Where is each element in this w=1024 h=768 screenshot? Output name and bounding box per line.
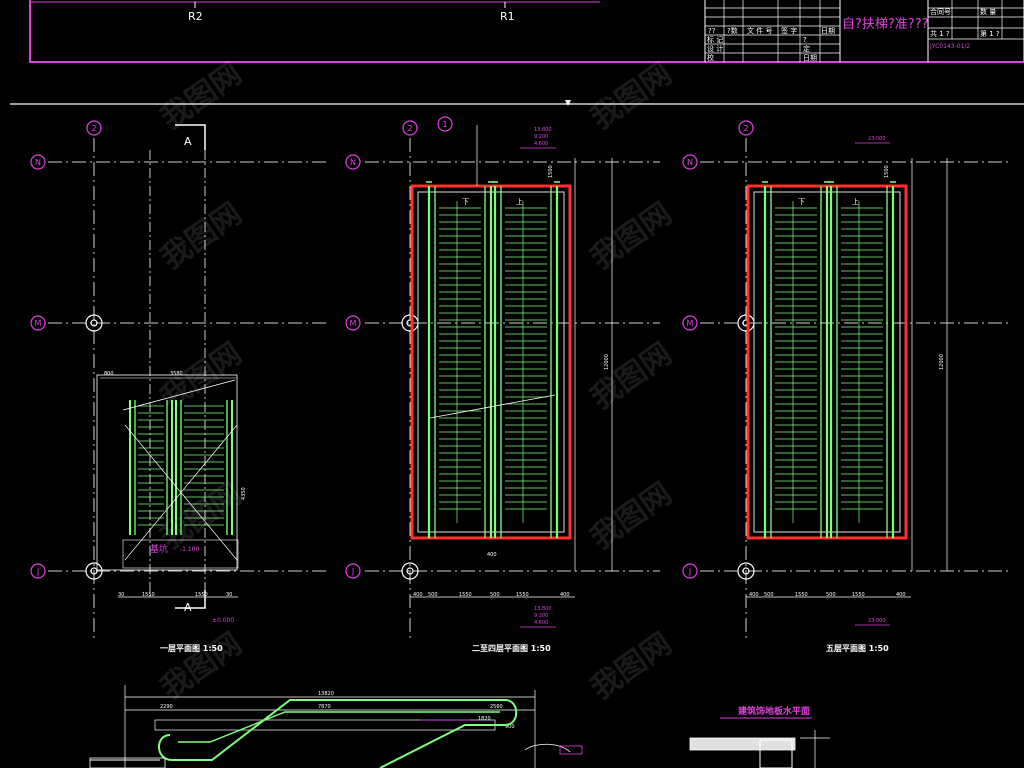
top-dim-b4: 500 [826,592,836,598]
g-dim-top-2: 3580 [170,371,183,377]
r1-label: R1 [500,10,515,23]
axis-label-m2: M [350,319,357,328]
mid-dim-b1: 400 [413,592,423,598]
mid-dim-b3: 1550 [459,592,472,598]
mid-level-b3: 4.600 [534,620,548,626]
axis-label-2c: 2 [743,124,748,133]
tb-row-2: 设 计 [707,44,723,53]
mid-caption: 二至四层平面图 1:50 [472,644,551,653]
axis-label-m1: M [35,319,42,328]
g-dim-b1: 30 [118,592,124,598]
top-caption: 五层平面图 1:50 [826,644,889,653]
r2-label: R2 [188,10,203,23]
tb-row-1: 标 记 [707,35,723,44]
mid-side-dim-2: 12000 [604,354,610,370]
section-dim-1: 2290 [160,704,173,710]
top-dim-b3: 1550 [795,592,808,598]
mid-level-2: 9.200 [534,134,548,140]
tb-col-1: ?? [708,27,716,35]
section-overall-dim: 13820 [318,691,334,697]
mid-side-dim-1: 1500 [548,165,554,178]
title-block: R2 R1 ?? ?数 文 件 号 签 字 [29,0,1024,63]
top-dim-b1: 400 [749,592,759,598]
top-dim-b6: 400 [896,592,906,598]
ground-floor-plan: A A 800 3580 4350 基坑 -1.100 30 1550 1550… [96,124,247,653]
tb-row-4: 校 [707,53,714,62]
top-dim-b2: 500 [764,592,774,598]
top-down-label: 下 [798,198,805,206]
top-side-dim-1: 1500 [884,165,890,178]
axis-bubbles [30,116,754,579]
sheet-page: 第 1 ? [980,29,1000,38]
pit-level: -1.100 [180,546,200,553]
tb-right-3: 日期 [803,54,817,62]
top-level-b: 23.000 [868,618,886,624]
axis-label-2a: 2 [91,124,96,133]
section-small-dim-2: 900 [505,724,515,730]
mid-down-label: 下 [462,198,469,206]
axis-label-n1: N [35,158,41,167]
mid-dim-b4: 500 [490,592,500,598]
drawing-frame [29,0,1024,63]
axis-label-j2: J [351,567,354,576]
g-dim-b3: 1550 [195,592,208,598]
top-floor-plan: 23.000 23.000 1500 12000 400 500 1550 50… [746,136,948,653]
axis-label-2b: 2 [407,124,412,133]
qty-label: 数 量 [980,7,996,16]
sheet-total: 共 1 ? [930,29,950,38]
axis-label-n2: N [350,158,356,167]
g-dim-b2: 1550 [142,592,155,598]
mid-level-b2: 9.200 [534,613,548,619]
axis-label-j3: J [688,567,691,576]
axis-label-m3: M [687,319,694,328]
tb-right-1: ? [803,36,807,44]
section-mark-bottom: A [184,601,192,614]
tb-col-3: 文 件 号 [747,26,772,35]
section-detail-label: 建筑饰地板水平面 [738,705,810,717]
section-dim-3: 2560 [490,704,503,710]
section-mark-top: A [184,135,192,148]
section-small-dim-1: 1820 [478,716,491,722]
tb-right-2: 定 [803,44,810,53]
contract-label: 合同号 [930,7,951,16]
mid-level-1: 13.800 [534,127,552,133]
tb-col-2: ?数 [727,26,738,35]
ground-caption: 一层平面图 1:50 [160,644,223,653]
axis-label-n3: N [687,158,693,167]
section-dim-2: 7870 [318,704,331,710]
top-side-dim-2: 12000 [939,354,945,370]
mid-up-label: 上 [516,197,523,206]
top-dim-b5: 1550 [852,592,865,598]
g-dim-side: 4350 [241,487,247,500]
mid-floor-plan: 13.800 9.200 4.600 13.800 9.200 4.600 15… [410,125,613,653]
mid-level-b1: 13.800 [534,606,552,612]
top-up-label: 上 [852,197,859,206]
mid-level-3: 4.600 [534,141,548,147]
top-level: 23.000 [868,136,886,142]
sheet-code: JYC0143-01/2 [929,43,970,50]
axis-label-j1: J [36,567,39,576]
mid-dim-b2: 500 [428,592,438,598]
mid-dim-b6: 400 [560,592,570,598]
escalator-section: 13820 2290 7870 2560 1820 900 建筑饰地板水平面 [89,685,830,768]
mid-mid-dim: 400 [487,552,497,558]
tb-col-5: 日期 [821,27,835,35]
mid-dim-b5: 1550 [516,592,529,598]
g-dim-top-1: 800 [104,371,114,377]
tb-col-4: 签 字 [781,26,797,35]
drawing-title: 自?扶梯?准??? [842,17,929,32]
grid-axes [48,138,1010,640]
g-dim-b4: 30 [226,592,232,598]
pit-label: 基坑 [150,543,168,555]
floor-level: ±0.000 [212,617,234,624]
detail-mark: 1 [442,120,447,129]
